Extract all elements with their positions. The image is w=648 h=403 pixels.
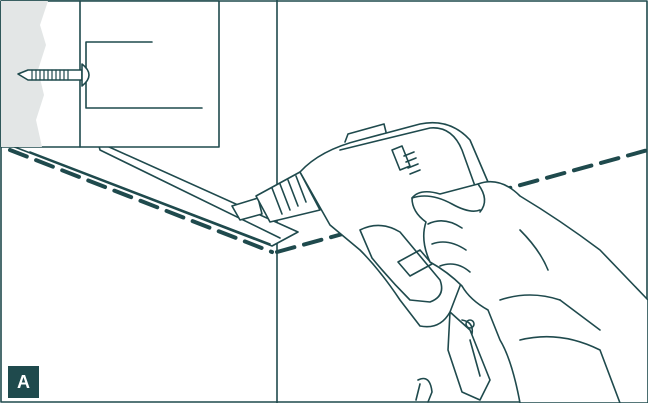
- panel-label: A: [17, 372, 30, 393]
- screw-in-wall-detail-icon: [1, 1, 219, 147]
- trim-strip: [12, 142, 298, 246]
- panel-label-badge: A: [8, 366, 39, 398]
